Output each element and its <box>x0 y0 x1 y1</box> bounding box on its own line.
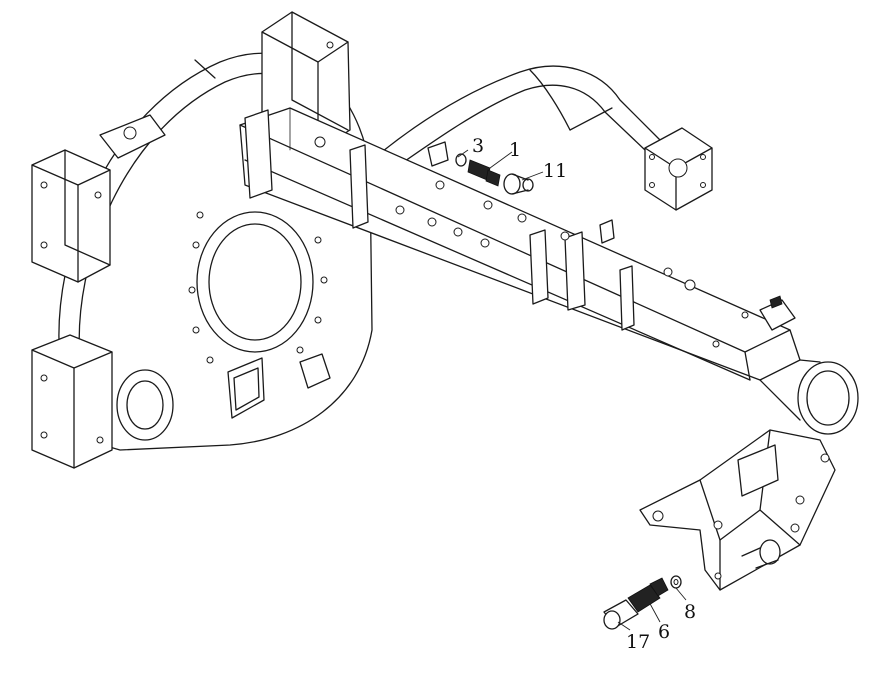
leader-lines <box>457 149 687 631</box>
callout-11: 11 <box>543 160 567 182</box>
callout-17: 17 <box>626 631 650 653</box>
coolant-pipe <box>371 65 713 211</box>
upper-small-parts <box>455 153 534 195</box>
lower-small-parts <box>603 575 682 630</box>
sensor-6-body <box>627 584 661 613</box>
flywheel-housing <box>31 11 373 469</box>
callout-6: 6 <box>658 621 670 643</box>
callout-3: 3 <box>472 135 484 157</box>
callout-1: 1 <box>509 139 521 161</box>
callout-8: 8 <box>684 601 696 623</box>
housing-bolt-holes <box>40 41 334 444</box>
manifold-bar <box>239 107 859 435</box>
o-ring-3 <box>455 153 467 167</box>
manifold-holes <box>314 136 749 348</box>
mounting-bracket <box>639 429 836 591</box>
callout-labels: 3 1 11 8 6 17 <box>472 135 696 653</box>
sleeve-11 <box>503 173 521 195</box>
